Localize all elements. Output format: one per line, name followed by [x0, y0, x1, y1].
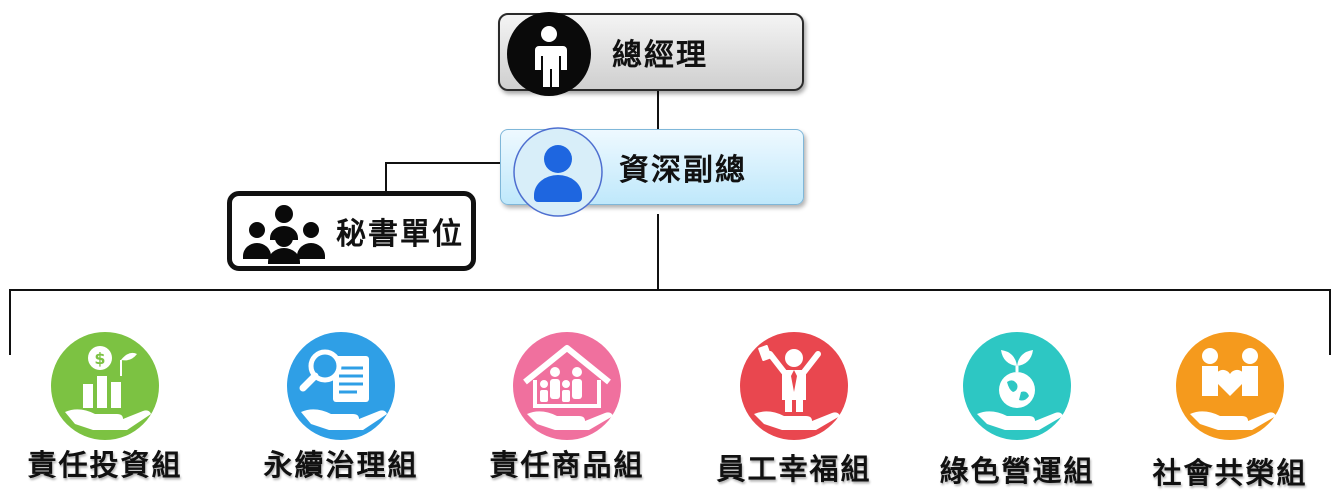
group-label: 責任商品組 — [489, 448, 645, 482]
happy-employee-icon — [740, 332, 848, 440]
green-earth-icon — [963, 332, 1071, 440]
secretariat-label: 秘書單位 — [336, 217, 464, 252]
senior-vp-label: 資深副總 — [619, 153, 747, 188]
group-social-prosperity: 社會共榮組 — [1140, 330, 1320, 490]
connector-svp-secretariat-h — [385, 162, 500, 164]
group-label: 綠色營運組 — [939, 454, 1095, 488]
investment-growth-icon: $ — [51, 332, 159, 440]
person-icon — [506, 11, 592, 97]
group-label: 永續治理組 — [263, 448, 419, 482]
groups-bus-left-drop — [9, 289, 11, 355]
group-label: 員工幸福組 — [716, 452, 872, 486]
connector-gm-svp — [657, 91, 659, 129]
group-green-operations: 綠色營運組 — [927, 330, 1107, 488]
groups-bus-line — [9, 289, 1331, 291]
group-label: 社會共榮組 — [1152, 456, 1308, 490]
general-manager-label: 總經理 — [612, 38, 708, 73]
group-responsible-products: 責任商品組 — [477, 330, 657, 482]
user-icon — [513, 127, 603, 217]
connector-svp-secretariat-v — [385, 162, 387, 191]
family-home-icon — [513, 332, 621, 440]
group-sustainability-governance: 永續治理組 — [251, 330, 431, 482]
group-responsible-investment: $ 責任投資組 — [15, 330, 195, 482]
svg-text:$: $ — [94, 349, 105, 368]
community-heart-icon — [1176, 332, 1284, 440]
group-employee-wellbeing: 員工幸福組 — [704, 330, 884, 486]
connector-svp-groups — [657, 214, 659, 290]
senior-vp-node: 資深副總 — [500, 127, 804, 217]
groups-bus-right-drop — [1329, 289, 1331, 355]
general-manager-node: 總經理 — [498, 12, 804, 96]
secretariat-node: 秘書單位 — [227, 191, 476, 271]
group-label: 責任投資組 — [27, 448, 183, 482]
group-icon — [240, 202, 328, 264]
document-search-icon — [287, 332, 395, 440]
